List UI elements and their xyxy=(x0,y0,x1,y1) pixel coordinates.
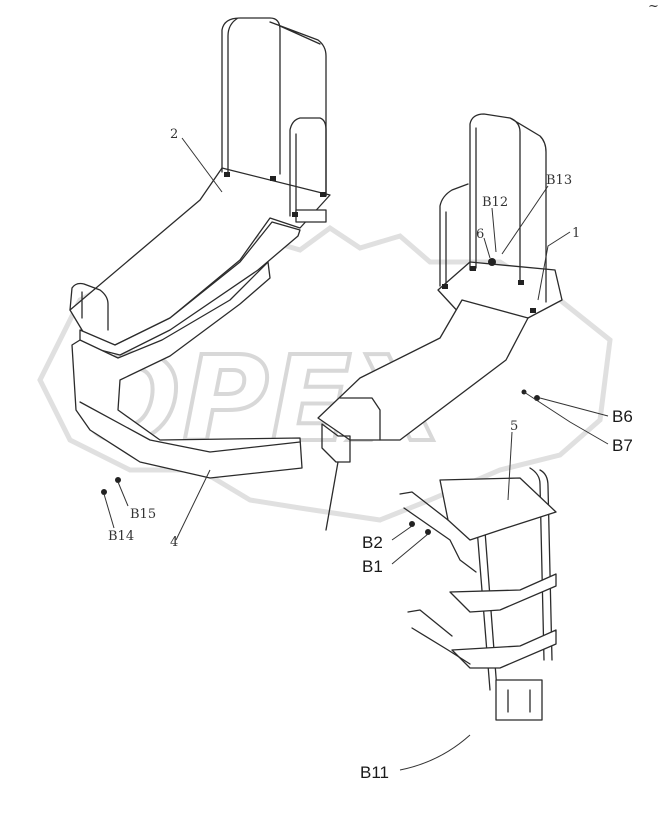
bolt-b2 xyxy=(409,521,415,527)
left-fender-panel xyxy=(71,261,303,479)
leader-b6 xyxy=(539,397,609,417)
callout-b13: B13 xyxy=(546,173,572,188)
ladder-step-middle xyxy=(449,573,557,613)
left-handrail-tall xyxy=(221,17,327,197)
ladder-right-stringer xyxy=(529,467,553,661)
right-rail-foot-4 xyxy=(530,308,536,313)
callout-b12: B12 xyxy=(482,195,508,210)
left-rail-foot-2 xyxy=(270,176,276,181)
ladder-foot-block xyxy=(495,679,543,721)
leader-1 xyxy=(537,231,571,301)
leader-b13 xyxy=(501,185,549,255)
left-rail-foot-1 xyxy=(224,172,230,177)
ladder-foot-slot xyxy=(507,689,531,713)
callout-b15: B15 xyxy=(130,507,156,522)
callout-part-5: 5 xyxy=(510,419,518,434)
right-rail-foot-2 xyxy=(518,280,524,285)
corner-mark: ~ xyxy=(648,0,659,14)
left-rail-foot-3 xyxy=(320,192,326,197)
leader-2 xyxy=(181,137,223,193)
right-rail-foot-3 xyxy=(442,284,448,289)
right-platform-assembly xyxy=(317,113,563,531)
callout-b2: B2 xyxy=(362,533,383,552)
ladder-top-hanger xyxy=(399,491,477,573)
leader-4 xyxy=(175,469,211,541)
leader-6 xyxy=(483,237,491,259)
left-handrail-short xyxy=(289,117,327,217)
leader-b15 xyxy=(117,481,129,507)
leader-b1 xyxy=(391,533,429,565)
callout-labels: 2 1 B13 B12 6 B6 B7 5 B15 B14 4 B2 B1 B1… xyxy=(108,0,659,782)
ladder-lower-hanger xyxy=(407,609,471,665)
leader-b7 xyxy=(523,391,609,445)
right-handrail-tall xyxy=(469,113,547,303)
left-platform-end-rail xyxy=(69,282,109,331)
washer-b1 xyxy=(425,529,431,535)
leader-b12 xyxy=(491,207,497,253)
fitting-6 xyxy=(488,258,496,266)
right-rail-foot-1 xyxy=(470,266,476,271)
left-platform-assembly xyxy=(69,17,331,356)
washer-b15 xyxy=(115,477,121,483)
leader-b2 xyxy=(391,525,413,541)
left-mount-bracket xyxy=(295,209,327,223)
leader-b14 xyxy=(103,493,115,529)
left-rail-foot-4 xyxy=(292,212,298,217)
callout-part-4: 4 xyxy=(170,535,178,550)
callout-part-6: 6 xyxy=(476,227,484,242)
callout-b11: B11 xyxy=(360,763,389,782)
callout-b7: B7 xyxy=(612,436,633,455)
left-fender-crease xyxy=(79,401,301,453)
callout-part-2: 2 xyxy=(170,127,178,142)
ladder-step-bottom xyxy=(451,629,557,669)
right-handrail-short xyxy=(439,183,469,289)
leader-lines xyxy=(103,137,609,771)
leader-5 xyxy=(507,431,513,501)
left-platform-front-skirt xyxy=(79,221,301,356)
bolt-b14 xyxy=(101,489,107,495)
callout-b6: B6 xyxy=(612,407,633,426)
bracket-leader-line xyxy=(325,461,339,531)
callout-part-1: 1 xyxy=(572,226,580,241)
left-fender-assembly xyxy=(71,261,303,495)
ladder-step-top xyxy=(439,477,557,541)
callout-b1: B1 xyxy=(362,557,383,576)
callout-b14: B14 xyxy=(108,529,134,544)
right-mount-bracket xyxy=(321,397,381,463)
leader-b11 xyxy=(399,734,471,771)
ladder-assembly xyxy=(399,467,557,721)
